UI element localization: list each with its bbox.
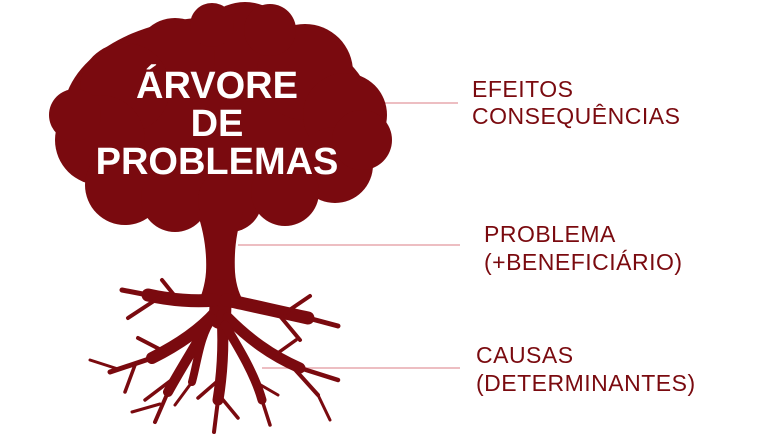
tree-crown (49, 2, 392, 232)
title-line-2: DE (191, 103, 244, 145)
tree-trunk (197, 212, 245, 304)
label-effects-line-2: CONSEQUÊNCIAS (472, 103, 680, 129)
label-problem-line-1: PROBLEMA (484, 221, 616, 247)
label-causes-line-2: (DETERMINANTES) (476, 370, 696, 396)
title-line-1: ÁRVORE (136, 63, 298, 107)
label-effects-line-1: EFEITOS (472, 76, 574, 102)
label-problem-line-2: (+BENEFICIÁRIO) (484, 249, 683, 275)
title-line-3: PROBLEMAS (96, 141, 339, 183)
label-causes-line-1: CAUSAS (476, 342, 574, 368)
tree-roots (88, 278, 341, 434)
